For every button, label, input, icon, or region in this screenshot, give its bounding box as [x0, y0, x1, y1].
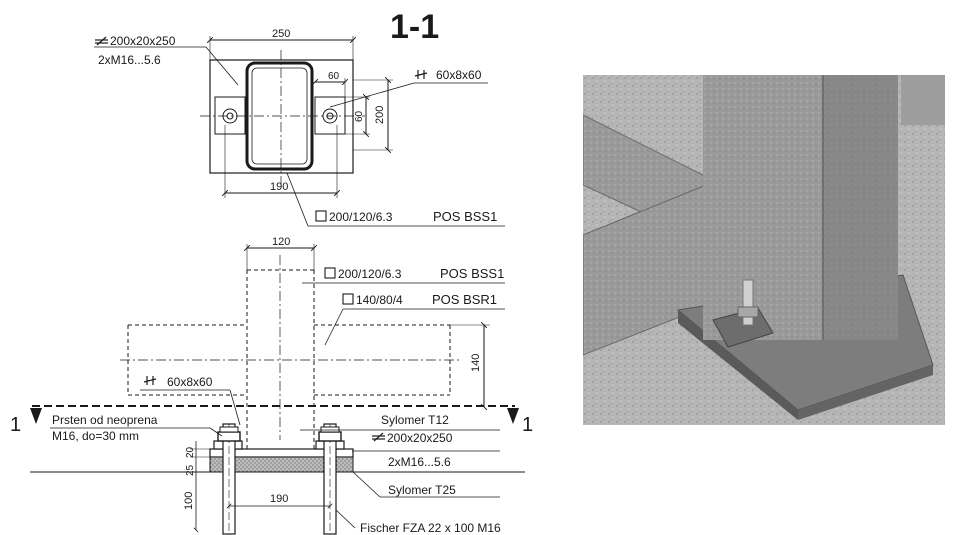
dim-plate-1: 20 [185, 446, 196, 458]
site-photo [583, 75, 945, 425]
anchor-bolt-left [217, 423, 241, 535]
washer-right-plan [314, 96, 346, 135]
beam-pos-elev: POS BSR1 [432, 292, 497, 307]
column-base-photo-illustration [583, 75, 945, 425]
column-label-elev: 200/120/6.3 [338, 267, 402, 281]
sylomer-top-label: Sylomer T12 [381, 413, 449, 427]
dim-plate-height: 200 [374, 106, 386, 124]
rhs-symbol-icon [315, 210, 327, 222]
plate-label-elev: 200x20x250 [387, 431, 453, 445]
washer-symbol-icon [414, 70, 428, 79]
plate-symbol-icon-2 [372, 432, 385, 442]
dim-beam-height: 140 [470, 354, 482, 372]
sylomer-bottom-label: Sylomer T25 [388, 483, 456, 497]
plate-symbol-icon [95, 36, 108, 46]
dim-column-width: 120 [272, 236, 290, 248]
dim-bolt-spacing-plan: 190 [270, 181, 288, 193]
washer-symbol-icon-2 [143, 376, 157, 385]
section-mark-right: 1 [522, 414, 533, 436]
bolts-label-plan: 2xM16...5.6 [98, 53, 161, 67]
column-label-plan: 200/120/6.3 [329, 210, 393, 224]
base-plate-plan [209, 59, 354, 174]
washer-left-plan [214, 96, 246, 135]
column-pos-plan: POS BSS1 [433, 209, 497, 224]
anchor-label: Fischer FZA 22 x 100 M16 [360, 521, 501, 535]
elevation-view: 120 140 200/120/6.3 POS BSS1 140/80/4 PO… [10, 236, 533, 535]
dim-washer-width: 60 [328, 71, 340, 82]
washer-label-elev: 60x8x60 [167, 375, 213, 389]
dim-washer-height: 60 [354, 110, 365, 122]
dim-plate-2: 25 [185, 464, 196, 476]
section-arrow-right-icon [507, 408, 519, 424]
anchor-bolt-right [318, 423, 342, 535]
section-arrow-left-icon [30, 408, 42, 424]
dim-bolt-spacing-elev: 190 [270, 493, 288, 505]
beam-label-elev: 140/80/4 [356, 293, 403, 307]
nut-spec-label: M16, do=30 mm [52, 429, 139, 443]
section-title: 1-1 [390, 8, 439, 46]
washer-label-plan: 60x8x60 [436, 68, 482, 82]
dim-plate-width: 250 [272, 28, 290, 40]
rhs-symbol-icon-2 [324, 267, 336, 279]
column-pos-elev: POS BSS1 [440, 266, 504, 281]
neoprene-ring-label: Prsten od neoprena [52, 413, 158, 427]
section-mark-left: 1 [10, 414, 21, 436]
dim-anchor-depth: 100 [183, 492, 195, 510]
bolts-label-elev: 2xM16...5.6 [388, 455, 451, 469]
plate-label-plan: 200x20x250 [110, 34, 176, 48]
plan-view: 1-1 250 190 200 60 [94, 8, 505, 227]
rhs-symbol-icon-3 [342, 293, 354, 305]
